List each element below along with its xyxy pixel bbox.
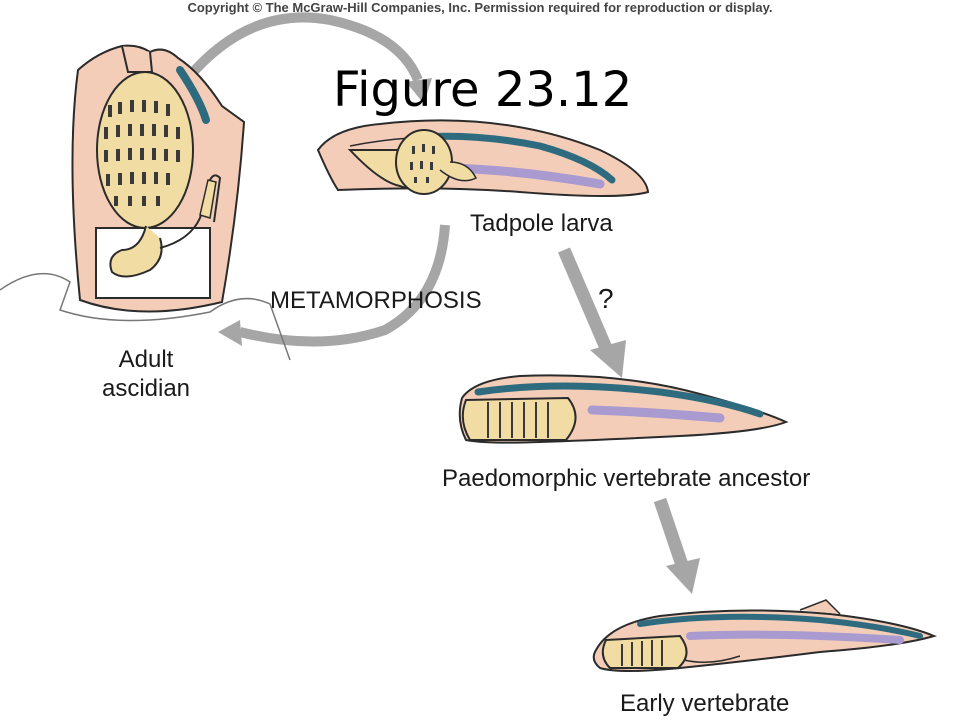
- cycle-arrow-top: [184, 12, 423, 83]
- paedomorphic-ancestor: [458, 374, 789, 444]
- early-vertebrate-nerve-cord: [637, 613, 923, 639]
- copyright-notice: Copyright © The McGraw-Hill Companies, I…: [187, 0, 773, 15]
- adult-ganglion: [176, 66, 210, 124]
- cycle-arrowhead-bottom: [218, 320, 242, 346]
- label-adult-line2: ascidian: [101, 375, 191, 402]
- tadpole-gut: [439, 161, 478, 182]
- life-cycle-arrows: [184, 12, 450, 347]
- label-paedomorphic-ancestor: Paedomorphic vertebrate ancestor: [442, 465, 811, 492]
- early-vertebrate-gut: [683, 655, 741, 663]
- cycle-arrowhead-top: [406, 78, 432, 104]
- label-question-mark: ?: [598, 283, 614, 314]
- paedomorphic-pharynx: [461, 396, 577, 441]
- tadpole-pharynx: [395, 129, 453, 195]
- tadpole-gill-slits: [410, 144, 435, 183]
- label-early-vertebrate: Early vertebrate: [620, 690, 790, 717]
- early-vertebrate-notochord: [686, 630, 904, 644]
- label-tadpole-larva: Tadpole larva: [470, 210, 613, 237]
- early-vertebrate: [592, 599, 938, 672]
- arrow-to-paedomorphic: [558, 247, 612, 351]
- early-vertebrate-pharynx: [601, 634, 688, 669]
- paedomorphic-nerve-cord: [474, 382, 764, 418]
- rock-substrate: [0, 272, 291, 361]
- early-vertebrate-fin: [799, 599, 841, 615]
- adult-intestine-fill: [199, 179, 217, 219]
- paedomorphic-gill-bars: [487, 402, 549, 438]
- adult-ascidian: [0, 44, 291, 361]
- evolution-arrows: [558, 247, 700, 594]
- arrowhead-to-early: [666, 558, 700, 594]
- label-adult-ascidian: Adult ascidian: [92, 345, 200, 403]
- adult-gill-slits: [104, 100, 180, 206]
- arrow-to-early: [653, 497, 689, 568]
- early-vertebrate-gill-bars: [621, 640, 663, 666]
- figure-title: Figure 23.12: [333, 62, 633, 118]
- paedomorphic-notochord: [587, 405, 725, 423]
- label-metamorphosis: METAMORPHOSIS: [270, 287, 482, 314]
- adult-stomach: [109, 225, 163, 278]
- tadpole-larva: [316, 119, 650, 197]
- label-adult-line1: Adult: [118, 346, 174, 373]
- tadpole-nerve-cord: [406, 132, 616, 184]
- arrowhead-to-paedomorphic: [590, 340, 626, 378]
- cycle-arrow-bottom: [238, 224, 450, 347]
